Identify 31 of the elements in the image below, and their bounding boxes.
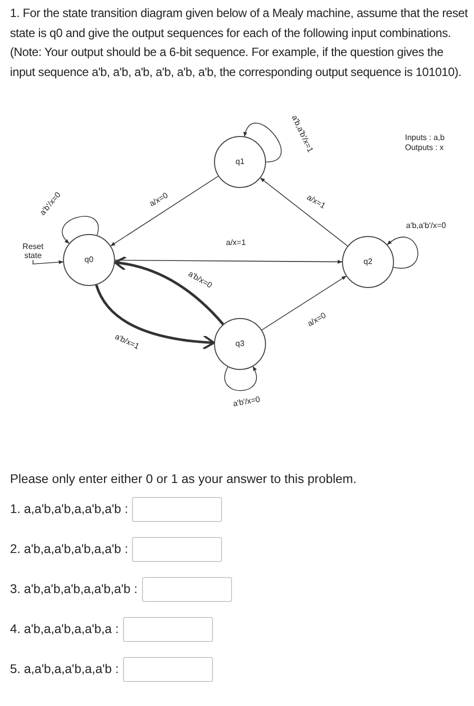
question-item: 3. a'b,a'b,a'b,a,a'b,a'b : <box>10 580 138 598</box>
state-label: q2 <box>364 258 372 266</box>
state-label: q1 <box>236 158 244 166</box>
edge-label: a'b'/x=0 <box>232 396 262 408</box>
transition-arrow <box>114 256 224 326</box>
transition-arrow <box>386 236 418 269</box>
transition-arrow <box>110 176 219 246</box>
instruction-text: Please only enter either 0 or 1 as your answer to this problem. <box>10 471 357 488</box>
edge-label: a/x=0 <box>305 311 328 329</box>
edge-label: a'b,a'b'/x=0 <box>405 222 447 230</box>
question-text: 1. For the state transition diagram given below of a Mealy machine, assume that the reset state is q0 and give the output sequences for each of the following input combinations. (Note: Your output should be a 6-bit sequence. For example, if the question gives the input sequence a'b, a'b, a'b, a'b, a'b, a'b, the corresponding output sequence is 101010). <box>10 5 469 80</box>
transition-arrow <box>62 216 99 244</box>
transition-arrow <box>262 276 346 330</box>
reset-state-label: Reset state <box>14 242 52 260</box>
transition-arrow <box>224 366 257 391</box>
edge-label: a/x=1 <box>304 193 328 211</box>
question-item: 5. a,a'b,a,a'b,a,a'b : <box>10 660 119 678</box>
question-item: 2. a'b,a,a'b,a'b,a,a'b : <box>10 540 128 558</box>
inputs-note: Inputs : a,b <box>405 133 445 142</box>
question-item: 1. a,a'b,a'b,a,a'b,a'b : <box>10 500 128 518</box>
state-label: q0 <box>84 256 94 264</box>
edge-label: a/x=1 <box>225 239 247 247</box>
transition-arrow <box>95 284 216 350</box>
state-label: q3 <box>236 340 244 348</box>
transition-arrow <box>32 260 64 264</box>
transition-arrow <box>260 178 348 246</box>
transition-arrow <box>244 122 282 162</box>
question-item: 4. a'b,a,a'b,a,a'b,a : <box>10 620 119 638</box>
edge-label: a/x=0 <box>147 191 170 209</box>
transition-arrow <box>114 260 342 264</box>
outputs-note: Outputs : x <box>405 143 444 152</box>
